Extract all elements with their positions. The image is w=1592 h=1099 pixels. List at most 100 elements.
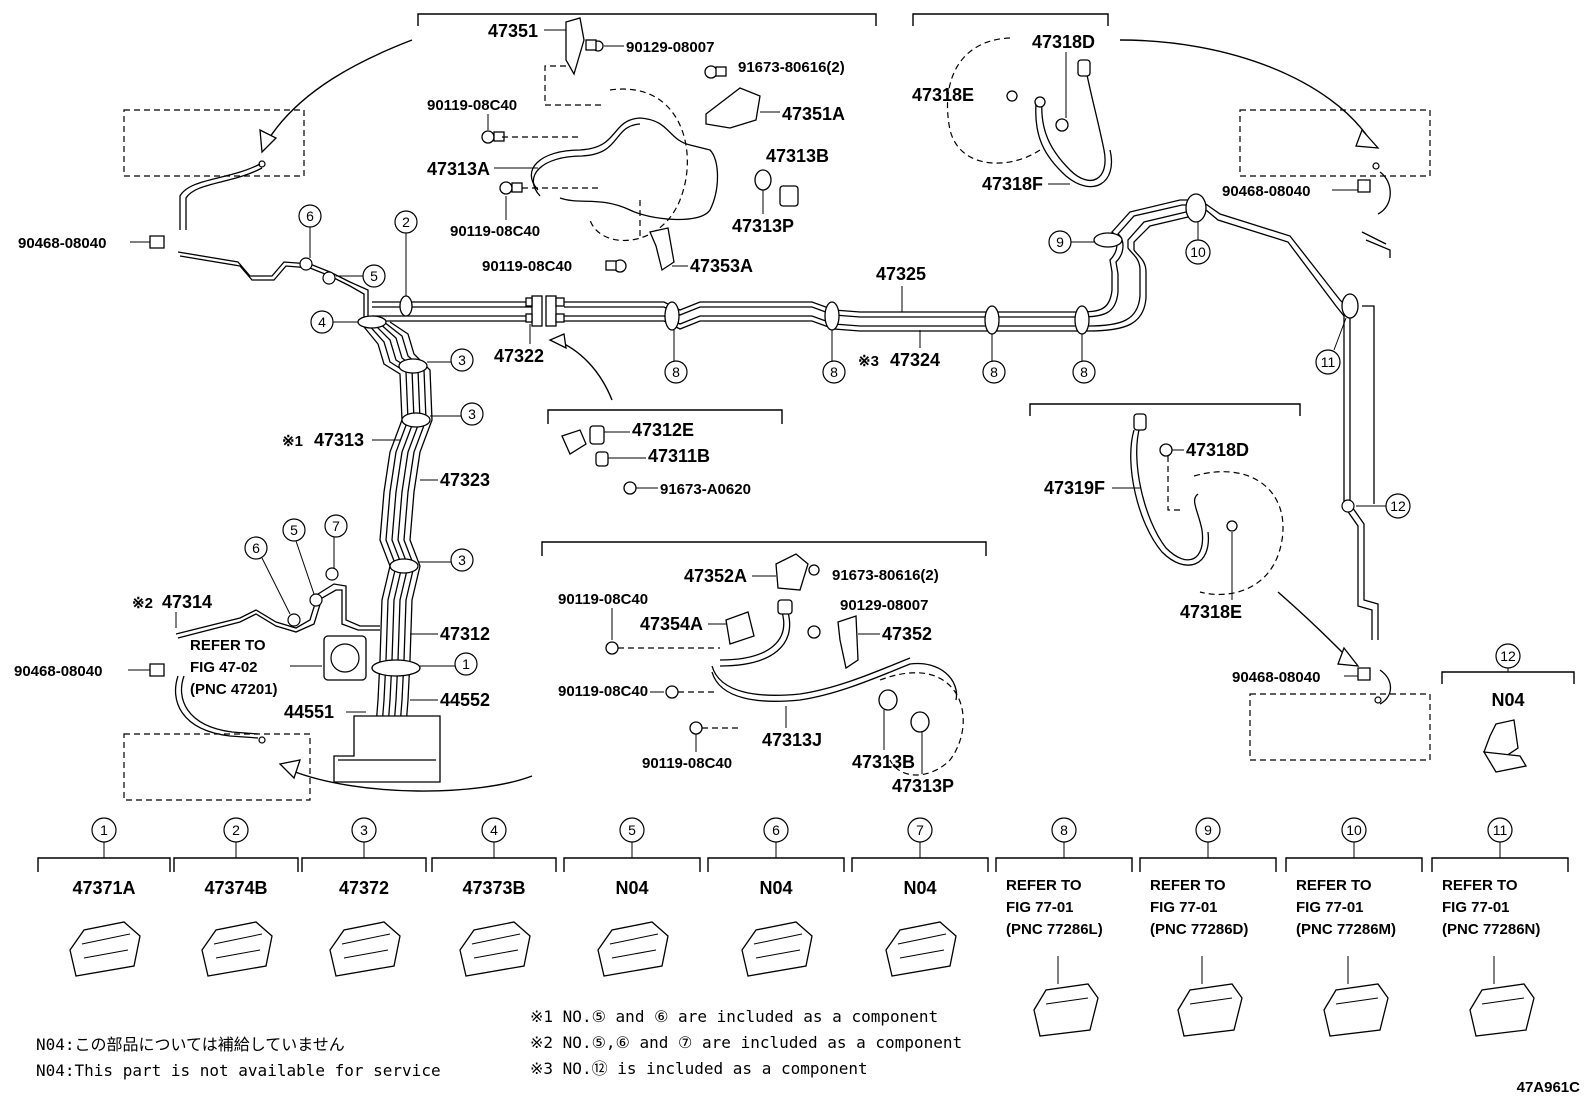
label-47318D-top: 47318D [1032,32,1095,52]
callout-1: 1 [462,656,470,672]
callout-5a: 5 [370,268,378,284]
legend-5-part: N04 [615,878,648,898]
legend-1-part: 47371A [72,878,135,898]
legend-6-clip-shape [741,921,813,977]
label-47318E-top: 47318E [912,85,974,105]
label-47319F: 47319F [1044,478,1105,498]
legend-1-num: 1 [100,822,108,838]
legend-1-clip-shape [69,921,141,977]
callout-12: 12 [1390,498,1406,514]
label-47313B-top: 47313B [766,146,829,166]
label-47354A: 47354A [640,614,703,634]
legend: 147371A247374B347372447373B5N046N047N048… [37,817,1569,1037]
label-47312E: 47312E [632,420,694,440]
label-47311B: 47311B [648,446,710,466]
label-90468-08040-mr: 90468-08040 [1232,669,1320,686]
callout-11: 11 [1321,354,1336,370]
label-90468-08040-tl: 90468-08040 [18,235,106,252]
pipe-routing: 90468-08040 90468-08040 4 7 3 2 5 ※3 47324 4… [14,171,1392,796]
legend-8-ref-0: REFER TO [1006,877,1082,894]
label-47313B-mid: 47313B [852,752,915,772]
label-47314-mark: ※2 [132,595,153,612]
legend-10-ref-2: (PNC 77286M) [1296,921,1396,938]
label-90119-08C40-c: 90119-08C40 [482,258,572,275]
legend-11-ref-2: (PNC 77286N) [1442,921,1540,938]
label-47312: 47312 [440,624,490,644]
callout-3b: 3 [468,406,476,422]
label-91673-80616-top: 91673-80616(2) [738,59,845,76]
legend-item-12: 12 N04 [1441,643,1575,773]
legend-3-clip-shape [329,921,401,977]
refer-fig-line2: FIG 47-02 [190,659,258,676]
callouts: 6 5 2 4 3 3 3 1 6 5 7 8 8 8 8 9 10 11 [244,204,1411,676]
callout-8c: 8 [990,364,998,380]
legend-12-num: 12 [1500,648,1516,664]
note-2: ※2 NO.⑤,⑥ and ⑦ are included as a compon… [530,1033,962,1052]
refer-fig-line1: REFER TO [190,637,266,654]
legend-8-ref-2: (PNC 77286L) [1006,921,1103,938]
legend-3-num: 3 [360,822,368,838]
legend-10-ref-1: FIG 77-01 [1296,899,1364,916]
label-91673-80616-mid: 91673-80616(2) [832,567,939,584]
legend-5-num: 5 [628,822,636,838]
callout-2: 2 [402,214,410,230]
label-44552: 44552 [440,690,490,710]
label-47314: 47314 [162,592,212,612]
callout-8b: 8 [830,364,838,380]
figure-code: 47A961C [1517,1079,1581,1096]
label-47351A: 47351A [782,104,845,124]
legend-7-part: N04 [903,878,936,898]
callout-6a: 6 [306,208,314,224]
legend-10-clip-shape [1323,983,1389,1037]
label-90119-08C40-f: 90119-08C40 [642,755,732,772]
label-90119-08C40-a: 90119-08C40 [427,97,517,114]
label-47351: 47351 [488,21,538,41]
legend-7-clip-shape [885,921,957,977]
callout-7: 7 [332,518,340,534]
legend-item-1: 1 47371A [37,817,171,977]
legend-11-ref-1: FIG 77-01 [1442,899,1510,916]
legend-3-part: 47372 [339,878,389,898]
legend-9-ref-2: (PNC 77286D) [1150,921,1248,938]
label-47352A: 47352A [684,566,747,586]
callout-5b: 5 [290,522,298,538]
label-47318F: 47318F [982,174,1043,194]
label-47318D-mid: 47318D [1186,440,1249,460]
legend-2-num: 2 [232,822,240,838]
note-n04-jp: N04:この部品については補給していません [36,1035,345,1054]
callout-3c: 3 [458,552,466,568]
callout-4: 4 [318,314,326,330]
legend-8-num: 8 [1060,822,1068,838]
refer-fig-line3: (PNC 47201) [190,681,278,698]
top-right-detail-group: 47318D 47318E 47318F [912,32,1380,194]
label-90119-08C40-d: 90119-08C40 [558,591,648,608]
label-47324: 47324 [890,350,940,370]
label-47318E-mid: 47318E [1180,602,1242,622]
label-44551: 44551 [284,702,334,722]
label-47353A: 47353A [690,256,753,276]
label-90129-08007-top: 90129-08007 [626,39,714,56]
legend-11-num: 11 [1493,822,1508,838]
legend-4-num: 4 [490,822,498,838]
label-47313P-top: 47313P [732,216,794,236]
label-47324-mark: ※3 [858,353,879,370]
callout-6b: 6 [252,540,260,556]
top-detail-group: 47351 90129-08007 91673-80616(2) 90119-0… [417,13,1109,276]
callout-9: 9 [1056,234,1064,250]
legend-10-num: 10 [1346,822,1362,838]
callout-8a: 8 [672,364,680,380]
legend-10-ref-0: REFER TO [1296,877,1372,894]
top-left-group [123,39,1431,801]
legend-6-num: 6 [772,822,780,838]
label-90119-08C40-e: 90119-08C40 [558,683,648,700]
